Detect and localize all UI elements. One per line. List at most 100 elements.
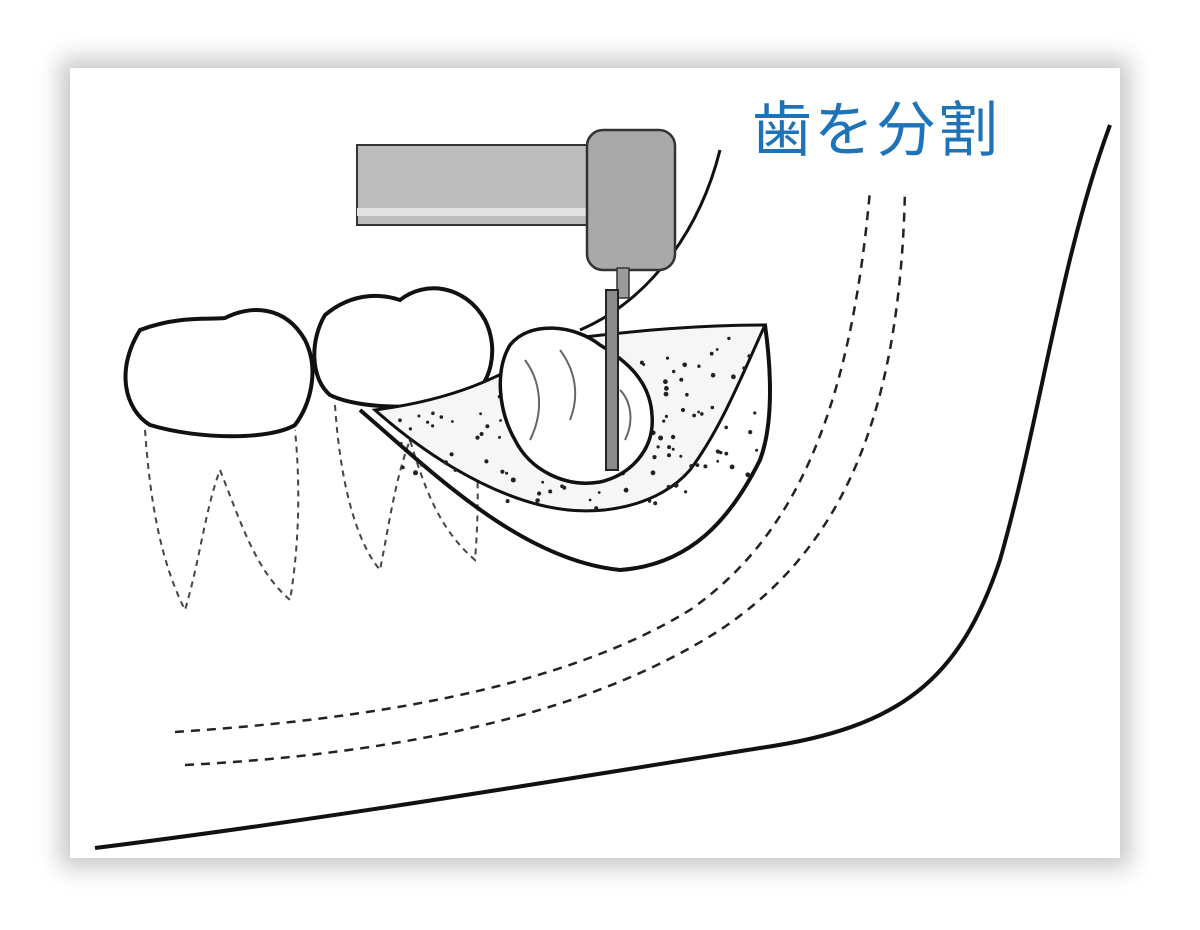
stipple-dot <box>758 336 761 339</box>
caption-title: 歯を分割 <box>752 96 1000 166</box>
handpiece-icon <box>356 128 677 272</box>
stipple-dot <box>439 415 444 419</box>
first-molar-roots <box>144 429 300 613</box>
stipple-dot <box>682 362 687 368</box>
stipple-dot <box>426 420 430 424</box>
stipple-dot <box>672 369 676 374</box>
stipple-dot <box>716 459 720 463</box>
bone-flap-outer <box>358 324 772 573</box>
stipple-dot <box>755 448 759 452</box>
stipple-dot <box>710 405 715 410</box>
second-molar <box>312 286 495 409</box>
stipple-dot <box>662 419 666 423</box>
stipple-dot <box>697 364 701 368</box>
stipple-dot <box>715 348 719 351</box>
stipple-dot <box>685 392 689 397</box>
nerve-canal-upper <box>174 189 872 734</box>
second-molar-roots <box>334 404 479 573</box>
stipple-dot <box>399 442 403 445</box>
stipple-dot <box>401 465 405 470</box>
first-molar <box>123 308 315 439</box>
stipple-dot <box>724 451 729 456</box>
stipple-dot <box>695 463 700 467</box>
stipple-dot <box>408 427 412 431</box>
nerve-canal-lower <box>184 189 907 767</box>
stipple-dot <box>667 453 671 458</box>
stipple-dot <box>449 452 454 457</box>
stipple-dot <box>505 471 509 475</box>
stipple-dot <box>537 491 542 496</box>
stipple-dot <box>594 506 599 511</box>
stipple-dot <box>479 432 484 436</box>
stipple-dot <box>642 363 646 366</box>
stipple-dot <box>679 377 684 382</box>
stipple-dot <box>724 425 728 430</box>
stipple-dot <box>663 391 669 397</box>
stipple-dot <box>697 410 700 414</box>
stipple-dot <box>663 379 668 385</box>
stipple-dot <box>484 459 489 464</box>
jaw-outline <box>94 124 1112 850</box>
wisdom-tooth-detail <box>524 349 632 441</box>
stipple-dot <box>548 489 553 494</box>
stipple-dot <box>398 418 402 423</box>
stipple-dot <box>658 435 664 441</box>
stipple-dot <box>408 438 413 442</box>
stipple-dot <box>748 430 753 435</box>
stipple-dot <box>703 464 708 469</box>
stipple-dot <box>431 424 435 428</box>
stipple-dot <box>535 498 540 503</box>
bur-icon <box>605 267 630 471</box>
stipple-dot <box>671 447 675 451</box>
stipple-dot <box>431 411 435 416</box>
stipple-dot <box>673 482 679 488</box>
stipple-dot <box>729 464 735 470</box>
stipple-dot <box>541 480 545 484</box>
stipple-dot <box>413 470 418 476</box>
stipple-dot <box>665 356 670 360</box>
stipple-dot <box>664 414 669 418</box>
stipple-dot <box>689 464 694 469</box>
stipple-dot <box>510 477 516 483</box>
stipple-dot <box>727 336 731 341</box>
stipple-dot <box>451 420 454 423</box>
stipple-dot <box>664 386 669 391</box>
stipple-dot <box>560 484 564 489</box>
stipple-dot <box>709 351 714 356</box>
stipple-dot <box>666 484 671 490</box>
stipple-dot <box>670 434 676 440</box>
stipple-dot <box>667 445 672 450</box>
stipple-dot <box>656 445 660 449</box>
stipple-dot <box>588 498 592 502</box>
stipple-dot <box>647 499 652 503</box>
stipple-dot <box>499 419 502 422</box>
stipple-dot <box>443 460 449 465</box>
stipple-dot <box>500 469 505 474</box>
stipple-dot <box>479 412 482 416</box>
stipple-dot <box>485 424 490 429</box>
stipple-dot <box>745 472 751 478</box>
stipple-dot <box>653 501 658 506</box>
stipple-dot <box>650 470 656 476</box>
stipple-dot <box>715 449 721 454</box>
stipple-dot <box>710 372 716 378</box>
stipple-dot <box>475 435 480 440</box>
stipple-dot <box>742 366 746 370</box>
stipple-dot <box>731 374 736 380</box>
bone-stipple <box>398 336 761 511</box>
stipple-dot <box>453 468 457 472</box>
stipple-dot <box>420 463 424 467</box>
stipple-dot <box>623 487 629 493</box>
stipple-dot <box>417 414 421 418</box>
stipple-dot <box>700 412 704 416</box>
stipple-dot <box>753 411 757 415</box>
stipple-dot <box>505 499 510 504</box>
stipple-dot <box>692 413 696 418</box>
stipple-dot <box>652 455 657 460</box>
stipple-dot <box>498 435 501 439</box>
stipple-dot <box>684 490 688 494</box>
stipple-dot <box>747 354 751 358</box>
stipple-dot <box>680 407 686 413</box>
stipple-dot <box>679 454 683 458</box>
